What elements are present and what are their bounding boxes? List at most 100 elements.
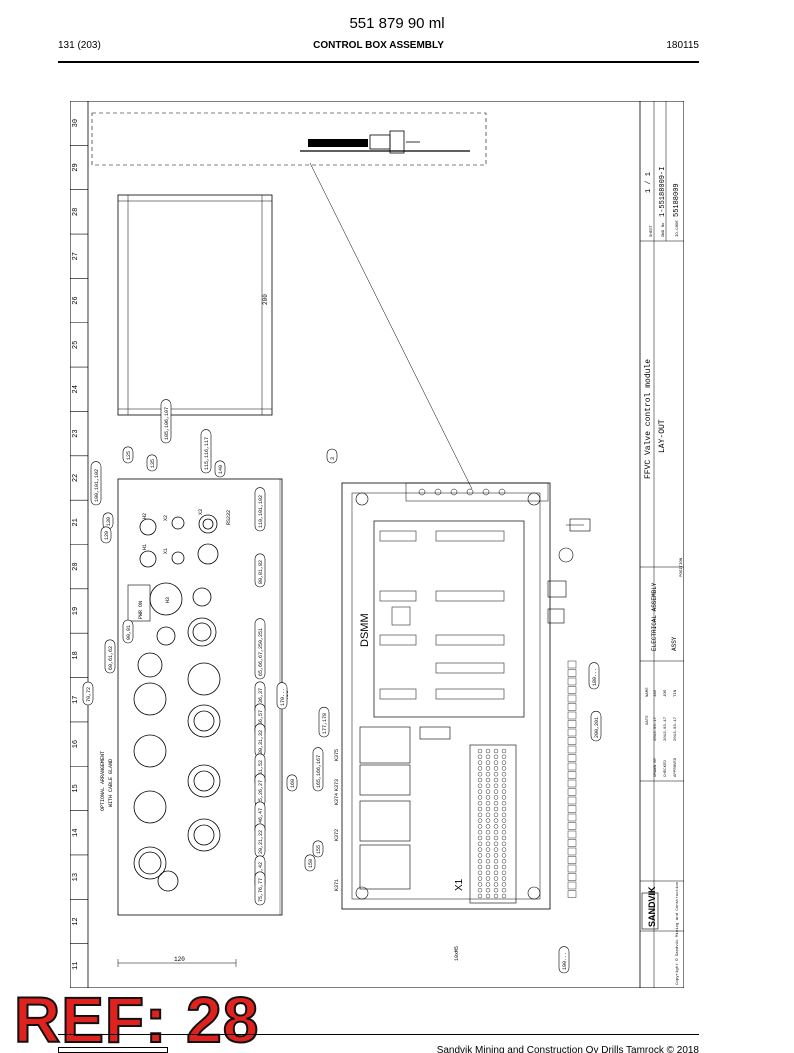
terminal-screw — [501, 893, 507, 899]
terminal-screw — [477, 830, 483, 835]
ref-stamp: REF: 28 — [13, 984, 260, 1053]
terminal-screw — [477, 818, 483, 823]
zone-number: 12 — [72, 917, 80, 925]
terminal-screw — [485, 806, 491, 812]
dim-200: 200 — [262, 294, 269, 305]
terminal-screw — [485, 830, 491, 835]
terminal-marker — [567, 728, 577, 737]
callouts-left: 100,101,102130125135105,106,107115,116,1… — [82, 399, 266, 906]
terminal-marker — [567, 847, 577, 856]
terminal-marker — [567, 754, 577, 762]
zone-number: 28 — [72, 208, 80, 216]
terminal-screw — [493, 801, 499, 806]
relay-k375: K375 — [334, 749, 340, 761]
terminal-screw — [477, 876, 483, 881]
callout-left-bubble — [90, 461, 102, 506]
terminal-screw — [477, 748, 483, 754]
zone-number: 14 — [72, 829, 80, 837]
terminal-screw — [501, 847, 507, 852]
terminal-marker — [567, 856, 577, 864]
terminal-x1-label: X1 — [454, 878, 465, 891]
callout-right-label: 3 — [330, 457, 336, 460]
tb-row-name: TIN — [674, 689, 678, 697]
callout-left-bubble — [82, 681, 94, 706]
terminal-screw — [485, 893, 491, 899]
terminal-screw — [477, 859, 483, 864]
callout-right-label: 180... — [592, 668, 598, 686]
terminal-screw — [493, 864, 499, 870]
terminal-screw — [477, 882, 483, 887]
callout-right-label: 155 — [316, 845, 322, 854]
callout-right-bubble — [312, 840, 324, 858]
terminal-screw — [501, 835, 507, 841]
callout-left-label: 100,101,102 — [94, 469, 100, 502]
callout-left-bubble — [100, 526, 112, 544]
callout-right-label: 200,201 — [594, 717, 600, 738]
terminal-screw — [493, 853, 499, 858]
terminal-screw — [493, 772, 499, 777]
callout-left-bubble — [214, 460, 226, 478]
callout-left-label: 60,61,62 — [108, 646, 114, 670]
terminal-screw — [501, 806, 507, 812]
label-10xm5: 10xM5 — [454, 946, 460, 961]
terminal-screw — [485, 777, 491, 783]
zone-number: 25 — [72, 341, 80, 349]
callout-right-bubble — [588, 662, 600, 690]
callout-left-bubble — [200, 429, 212, 474]
terminal-screw — [477, 801, 483, 806]
terminal-screw — [477, 772, 483, 777]
tb-row-name: JAV — [654, 689, 658, 697]
tb-row-date: 2013-03-17 — [654, 716, 658, 741]
header-divider — [58, 61, 699, 63]
callout-left-label: 90,91 — [126, 625, 132, 640]
terminal-screw — [477, 841, 483, 846]
project-title: FFVC Valve control module — [644, 359, 653, 479]
zone-number: 20 — [72, 562, 80, 570]
callout-left-label: 125 — [126, 451, 132, 460]
terminal-screw — [493, 777, 499, 783]
terminal-screw — [477, 870, 483, 875]
terminal-screw — [485, 853, 491, 858]
dsmm-label: DSMM — [359, 613, 371, 647]
terminal-screw — [485, 818, 491, 823]
callout-left-label: 65,66,67,250,251 — [258, 628, 264, 676]
relay-k371: K371 — [334, 879, 340, 891]
terminal-screw — [501, 841, 507, 846]
terminal-screw — [485, 864, 491, 870]
terminal-screw — [485, 824, 491, 829]
terminal-screw — [493, 748, 499, 754]
idcode-value: 55188009 — [673, 183, 681, 217]
terminal-screw — [477, 795, 483, 800]
label-x3: X3 — [198, 509, 204, 515]
terminal-screw — [493, 835, 499, 841]
terminal-screw — [477, 760, 483, 765]
terminal-marker — [567, 720, 577, 728]
terminal-screw — [493, 789, 499, 794]
terminal-screw — [485, 766, 491, 771]
callout-right-bubble — [276, 682, 288, 710]
zone-number: 21 — [72, 518, 80, 526]
terminal-marker — [567, 813, 577, 822]
terminal-screw — [501, 760, 507, 765]
copyright-line: Copyright © Sandvik Mining and Construct… — [675, 881, 680, 985]
terminal-screw — [501, 830, 507, 835]
position-label: POSITION — [680, 557, 684, 577]
tb-date-label: DATE — [646, 715, 650, 725]
terminal-screw — [493, 766, 499, 771]
terminal-marker — [567, 669, 577, 677]
zone-number: 23 — [72, 429, 80, 437]
callout-left-label: 135 — [150, 459, 156, 468]
callout-left-label: 45,46,47 — [258, 808, 264, 832]
tb-row-role: DRAWN BY — [654, 757, 658, 777]
relay-k372: K372 — [334, 829, 340, 841]
callout-left-bubble — [122, 619, 134, 644]
terminal-screw — [501, 818, 507, 823]
terminal-screw — [477, 806, 483, 812]
optional-arrangement-label: OPTIONAL ARRANGEMENT — [100, 751, 106, 811]
terminal-screw — [493, 847, 499, 852]
callout-left-label: 105,106,107 — [164, 407, 170, 440]
relay-k374: K374 — [334, 793, 340, 805]
with-cable-gland-label: WITH CABLE GLAND — [108, 759, 114, 807]
